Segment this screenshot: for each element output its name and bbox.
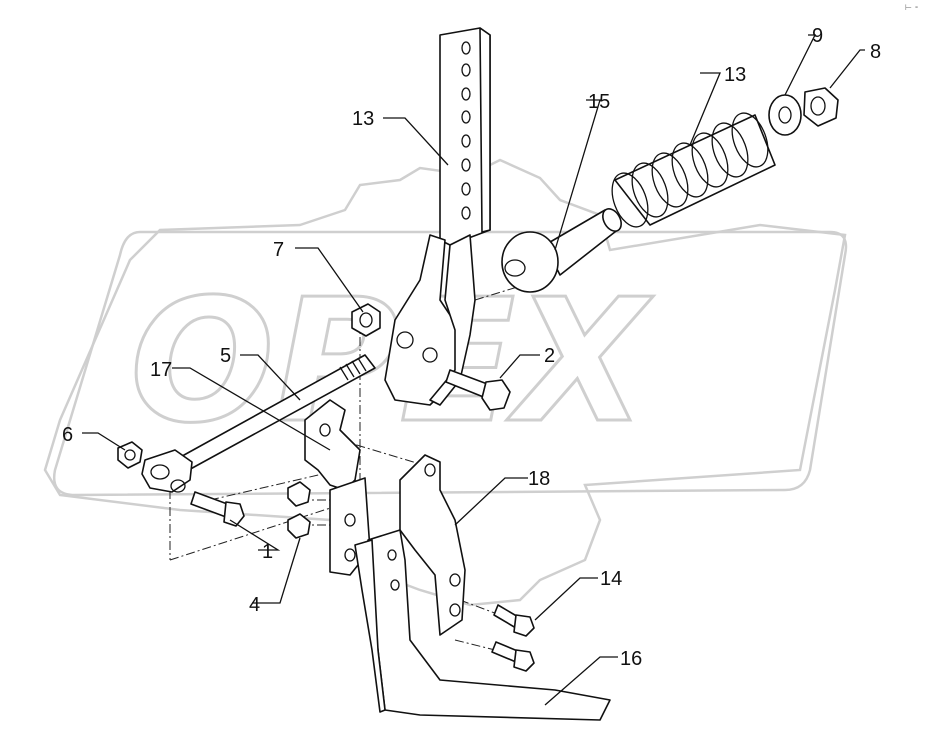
callout-17: 17 — [150, 359, 172, 381]
part-1-bolt — [190, 491, 245, 527]
callout-14: 15 — [588, 91, 610, 113]
part-8-nut — [803, 87, 839, 127]
callout-13: 13 — [352, 108, 374, 130]
callout-18: 18 — [528, 468, 550, 490]
part-4-threaded-rod — [141, 354, 376, 493]
upper-bracket — [384, 234, 476, 406]
part-15-bolts — [491, 604, 535, 672]
part-16-shank — [354, 529, 611, 721]
part-9-washer — [768, 94, 802, 136]
callout-4: 5 — [220, 345, 231, 367]
callout-5: 4 — [249, 594, 260, 616]
part-2-bolt — [445, 369, 511, 411]
callout-10: 13 — [724, 64, 746, 86]
callout-16: 16 — [620, 648, 642, 670]
part-7-nut — [351, 303, 381, 337]
leader-lines — [82, 34, 865, 706]
part-13-adjust-bar — [439, 27, 491, 246]
part-5-nuts — [287, 481, 311, 539]
part-10-spring — [611, 112, 776, 228]
callout-6: 6 — [62, 424, 73, 446]
part-14-spring-guide — [501, 208, 622, 293]
callout-1: 1 — [262, 541, 273, 563]
callout-8: 8 — [870, 41, 881, 63]
callout-9: 9 — [812, 25, 823, 47]
watermark-badge — [52, 230, 848, 497]
callout-2: 2 — [544, 345, 555, 367]
part-18-bracket — [399, 454, 466, 636]
callout-15: 14 — [600, 568, 622, 590]
part-6-nut — [117, 441, 143, 469]
callout-7: 7 — [273, 239, 284, 261]
corner-mark: ⊢ ⁃ — [905, 3, 919, 12]
callouts: 13 7 5 17 6 2 15 13 9 8 1 4 18 14 16 — [62, 25, 881, 670]
